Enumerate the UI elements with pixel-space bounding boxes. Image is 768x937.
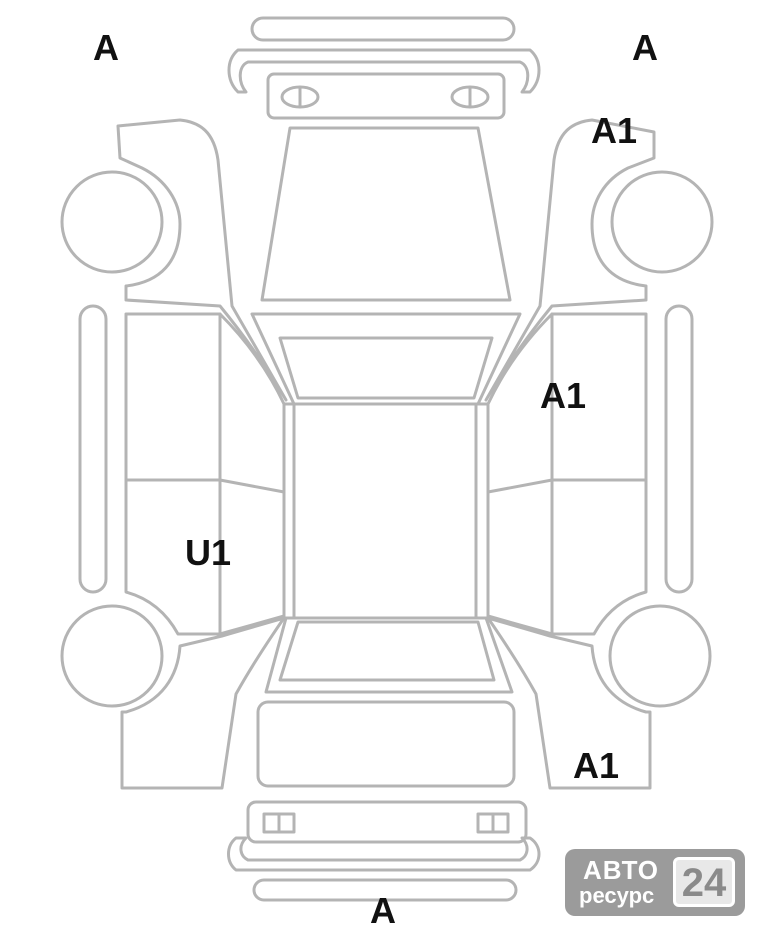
marker-right-front-fender: A1 — [591, 110, 638, 151]
left-rear-fender — [120, 616, 286, 790]
watermark-word-top: АВТО — [583, 855, 660, 885]
roof-inner — [292, 402, 478, 620]
trunk-lid — [256, 700, 516, 788]
left-front-wheel — [60, 170, 164, 274]
rear-window-inner — [278, 620, 496, 682]
rear-window-outer — [264, 616, 514, 694]
hood — [260, 126, 512, 302]
left-sill — [78, 304, 108, 594]
marker-rear: A — [370, 890, 396, 931]
right-doors — [486, 312, 648, 636]
front-bumper-strip — [250, 16, 516, 42]
marker-left-rear-door: U1 — [185, 532, 232, 573]
front-grille — [266, 72, 506, 120]
left-rear-wheel — [60, 604, 164, 708]
marker-right-rear-fender: A1 — [573, 745, 620, 786]
rear-bumper — [227, 836, 541, 872]
watermark-word-bottom: ресурс — [579, 883, 655, 908]
left-door-split — [124, 478, 286, 494]
watermark-logo: АВТО ресурс 24 — [565, 849, 745, 916]
roof-outer — [282, 402, 490, 620]
right-front-wheel — [610, 170, 714, 274]
front-bumper — [227, 48, 541, 94]
watermark-number: 24 — [673, 857, 735, 907]
rear-bumper-strip — [252, 878, 518, 902]
right-rear-fender — [486, 616, 652, 790]
right-sill — [664, 304, 694, 594]
right-front-fender — [484, 118, 656, 402]
right-door-split — [486, 478, 648, 494]
marker-top-left: A — [93, 27, 119, 68]
marker-top-right: A — [632, 27, 658, 68]
rear-panel — [246, 800, 528, 844]
left-doors — [124, 312, 286, 636]
right-rear-wheel — [608, 604, 712, 708]
marker-right-front-door: A1 — [540, 375, 587, 416]
left-front-fender — [116, 118, 288, 402]
windshield-outer — [250, 312, 522, 406]
windshield-inner — [278, 336, 494, 400]
